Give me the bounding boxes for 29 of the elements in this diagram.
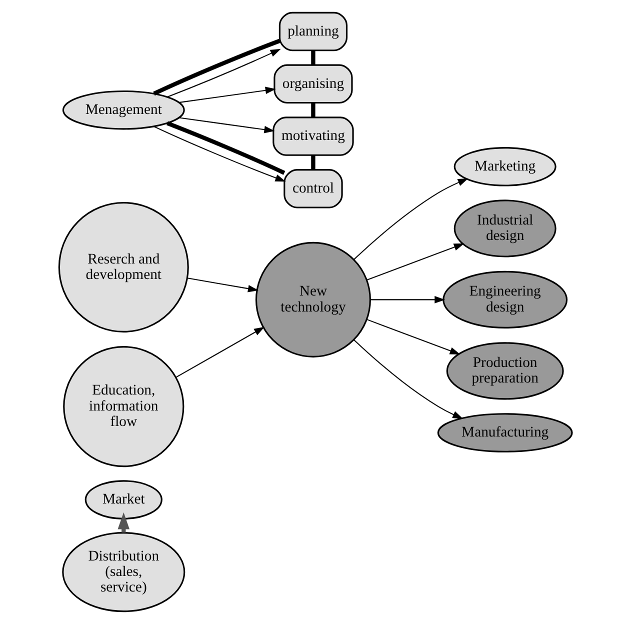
- arrow: [179, 86, 276, 103]
- connector: [311, 155, 316, 170]
- node-circle: Education, information flow: [63, 346, 184, 468]
- node-ellipse: Distribution (sales, service): [62, 532, 186, 612]
- node-circle: Reserch and development: [58, 202, 189, 332]
- arrow: [167, 48, 281, 98]
- node-box: planning: [278, 12, 348, 52]
- connector: [166, 121, 286, 175]
- node-ellipse: Engineering design: [442, 270, 568, 328]
- arrow: [176, 326, 265, 378]
- connector: [311, 103, 316, 118]
- arrow: [179, 117, 275, 134]
- connector: [153, 38, 280, 96]
- node-ellipse: Production preparation: [446, 342, 564, 400]
- arrow: [366, 319, 460, 355]
- node-box: organising: [274, 64, 353, 104]
- arrow: [154, 126, 286, 182]
- connector: [311, 50, 316, 65]
- arrow: [370, 296, 446, 304]
- node-box: control: [284, 169, 343, 208]
- arrow: [188, 278, 258, 292]
- node-box: motivating: [272, 116, 354, 156]
- arrow: [354, 178, 468, 260]
- node-ellipse: Market: [84, 480, 162, 520]
- node-circle: New technology: [255, 242, 371, 358]
- node-ellipse: Manufacturing: [437, 413, 573, 452]
- node-ellipse: Menagement: [62, 90, 185, 130]
- arrow: [366, 243, 464, 280]
- arrow: [354, 340, 464, 419]
